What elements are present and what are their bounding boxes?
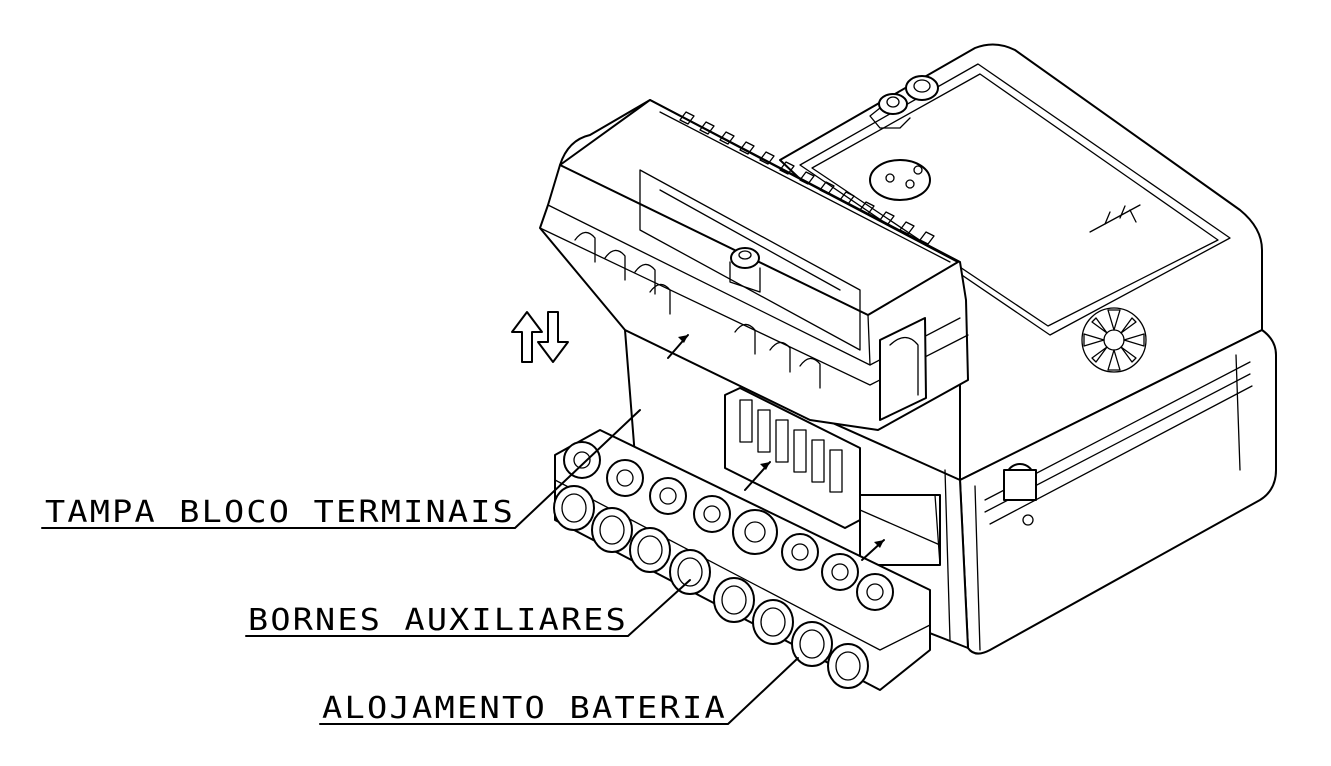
lid-mark — [1089, 204, 1141, 233]
terminal-cover — [539, 99, 969, 431]
cable-entries — [553, 485, 869, 689]
label-battery-housing: ALOJAMENTO BATERIA — [322, 691, 727, 726]
label-terminal-cover: TAMPA BLOCO TERMINAIS — [45, 495, 515, 530]
callout-battery-housing: ALOJAMENTO BATERIA — [319, 657, 799, 726]
up-down-arrows-icon — [511, 311, 569, 363]
auxiliary-terminals — [724, 387, 941, 566]
logo-mark — [1081, 307, 1147, 373]
terminal-screws — [563, 441, 894, 611]
cover-scallops — [574, 231, 821, 389]
cover-ribs — [679, 111, 935, 245]
label-auxiliary-terminals: BORNES AUXILIARES — [248, 603, 628, 638]
callout-auxiliary-terminals: BORNES AUXILIARES — [245, 579, 691, 638]
lid-seals — [869, 75, 939, 201]
assembly-arrows — [667, 334, 885, 561]
terminal-block — [553, 429, 931, 691]
callout-terminal-cover: TAMPA BLOCO TERMINAIS — [41, 409, 641, 530]
